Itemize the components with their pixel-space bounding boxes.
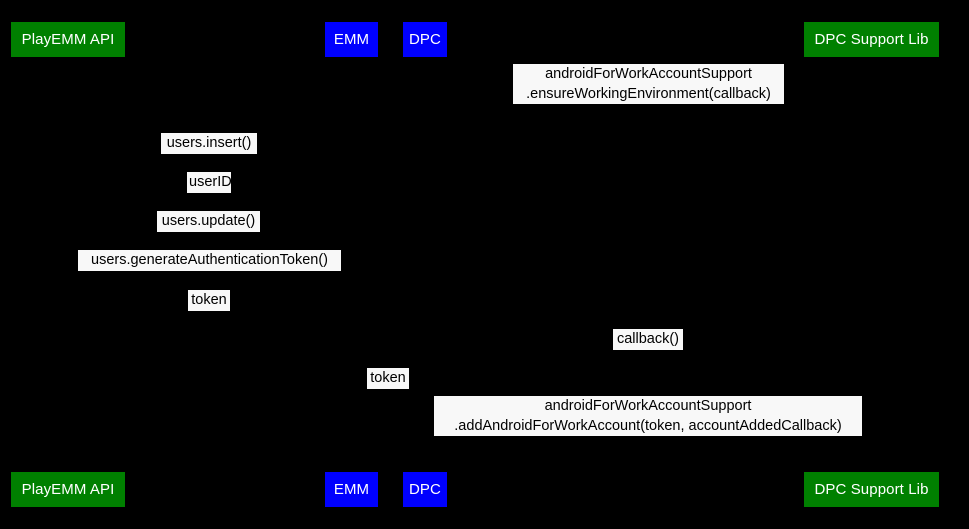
message-line-2: .addAndroidForWorkAccount(token, account…: [454, 418, 842, 434]
message-label-token-to-dpc: token: [367, 368, 409, 389]
actor-dpc-support-lib-bottom[interactable]: DPC Support Lib: [804, 472, 939, 507]
message-label-add-android-for-work-account: androidForWorkAccountSupport .addAndroidF…: [434, 396, 862, 436]
message-line-1: token: [370, 370, 406, 386]
message-label-users-update: users.update(): [157, 211, 260, 232]
message-line-1: androidForWorkAccountSupport: [545, 66, 752, 82]
actor-dpc-top[interactable]: DPC: [403, 22, 447, 57]
message-line-1: users.insert(): [166, 135, 252, 151]
message-label-user-id: userID: [187, 172, 232, 193]
actor-playemm-api-top[interactable]: PlayEMM API: [11, 22, 125, 57]
message-label-callback: callback(): [613, 329, 683, 350]
actor-dpc-support-lib-top[interactable]: DPC Support Lib: [804, 22, 939, 57]
message-label-users-generate-authentication-token: users.generateAuthenticationToken(): [78, 250, 341, 271]
message-label-ensure-working-environment: androidForWorkAccountSupport .ensureWorki…: [513, 64, 784, 104]
actor-emm-top[interactable]: EMM: [325, 22, 378, 57]
message-line-2: .ensureWorkingEnvironment(callback): [526, 86, 771, 102]
message-label-users-insert: users.insert(): [161, 133, 257, 154]
actor-dpc-bottom[interactable]: DPC: [403, 472, 447, 507]
message-line-1: callback(): [616, 331, 680, 347]
message-line-1: users.generateAuthenticationToken(): [91, 252, 328, 268]
message-line-1: androidForWorkAccountSupport: [544, 398, 752, 414]
message-line-1: token: [191, 292, 227, 308]
actor-emm-bottom[interactable]: EMM: [325, 472, 378, 507]
message-label-token-to-emm: token: [188, 290, 230, 311]
message-line-1: users.update(): [161, 213, 256, 229]
actor-playemm-api-bottom[interactable]: PlayEMM API: [11, 472, 125, 507]
message-line-1: userID: [189, 174, 232, 190]
